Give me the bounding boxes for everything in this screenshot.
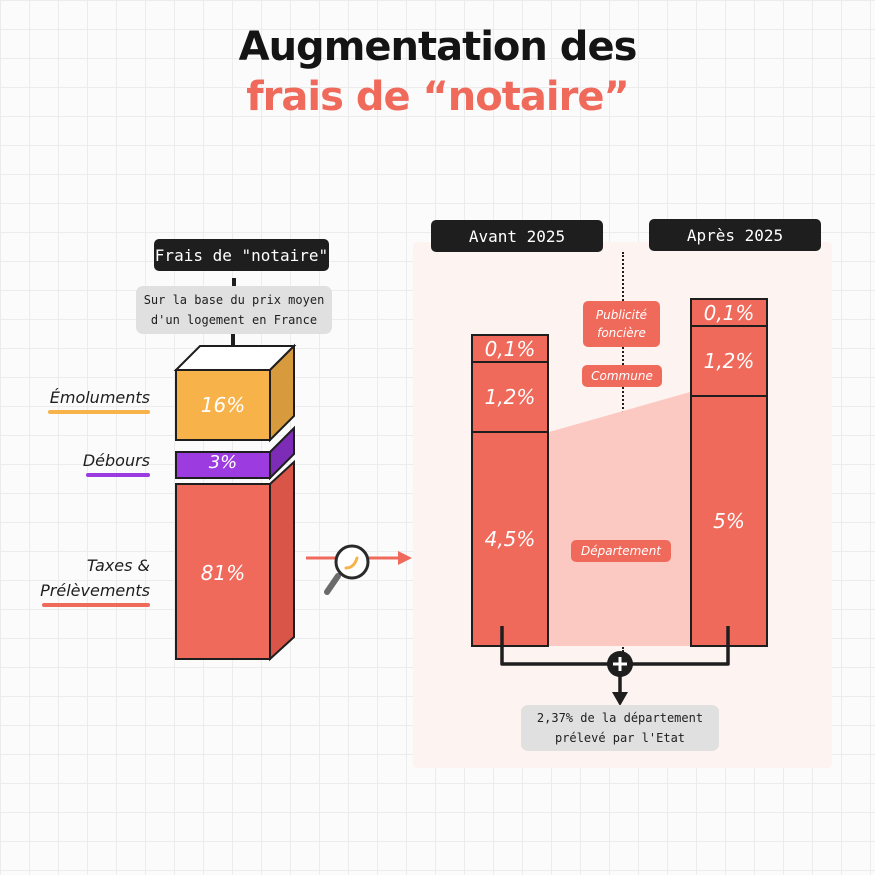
plus-circle-icon xyxy=(607,651,633,677)
segment-emoluments-value: 16% xyxy=(200,393,246,417)
magnifier-icon xyxy=(324,544,370,595)
after-departement-segment: 5% xyxy=(690,395,768,647)
label-emoluments: Émoluments xyxy=(49,388,150,407)
segment-taxes-side xyxy=(269,459,295,662)
result-note: 2,37% de la département prélevé par l'Et… xyxy=(521,705,719,751)
result-line1: 2,37% de la département xyxy=(536,711,704,725)
tag-publicite-line2: foncière xyxy=(597,326,646,340)
tag-commune: Commune xyxy=(582,365,662,387)
segment-debours-value: 3% xyxy=(208,452,238,473)
after-2025-header: Après 2025 xyxy=(649,219,821,251)
before-2025-header: Avant 2025 xyxy=(431,220,603,252)
result-line2: prélevé par l'Etat xyxy=(554,731,686,745)
label-debours: Débours xyxy=(82,451,150,470)
departement-increase-shade xyxy=(549,392,690,646)
before-publicite-segment: 0,1% xyxy=(471,334,549,363)
title-line1: Augmentation des xyxy=(238,24,638,70)
tag-publicite-fonciere: Publicité foncière xyxy=(583,301,660,347)
debours-underline xyxy=(86,473,150,477)
before-departement-segment: 4,5% xyxy=(471,431,549,647)
note-line1: Sur la base du prix moyen xyxy=(143,293,325,307)
tag-publicite-line1: Publicité xyxy=(595,308,648,322)
segment-emoluments-side xyxy=(269,343,295,443)
connector-line xyxy=(232,278,236,292)
frais-notaire-header: Frais de "notaire" xyxy=(154,239,329,271)
segment-debours-side xyxy=(269,425,295,481)
price-basis-note: Sur la base du prix moyen d'un logement … xyxy=(136,286,332,334)
before-commune-segment: 1,2% xyxy=(471,361,549,433)
emoluments-underline xyxy=(48,410,150,414)
after-commune-segment: 1,2% xyxy=(690,325,768,397)
after-publicite-segment: 0,1% xyxy=(690,298,768,327)
taxes-underline xyxy=(42,603,150,607)
fee-breakdown-box xyxy=(173,343,297,662)
title-line2: frais de “notaire” xyxy=(246,74,629,120)
label-taxes-line1: Taxes & xyxy=(86,556,150,575)
tag-departement: Département xyxy=(571,540,671,562)
segment-debours-front xyxy=(175,451,271,479)
segment-emoluments-front xyxy=(175,369,271,441)
note-line2: d'un logement en France xyxy=(150,313,318,327)
label-taxes-line2: Prélèvements xyxy=(40,581,150,600)
segment-taxes-front xyxy=(175,483,271,660)
segment-taxes-value: 81% xyxy=(200,561,246,585)
